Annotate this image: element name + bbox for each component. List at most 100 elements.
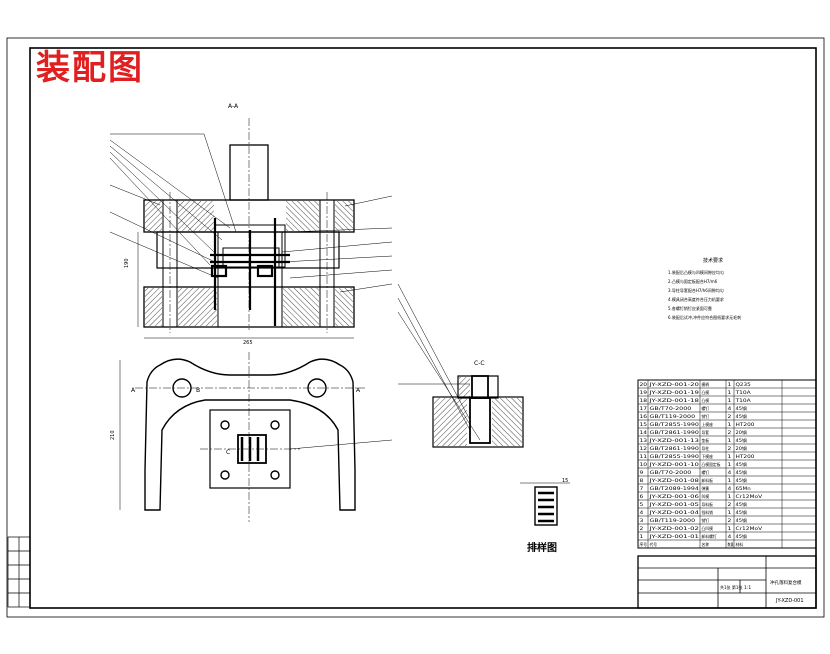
table-cell-text: 45钢 [736, 509, 747, 515]
table-cell-text: GB/T70-2000 [650, 470, 693, 475]
table-cell-text: JY-XZD-001-20 [648, 382, 700, 387]
table-cell-text: 5 [640, 502, 644, 507]
outer-border [6, 37, 825, 618]
table-cell-text: JY-XZD-001-06 [648, 494, 700, 499]
table-cell-text: 1 [728, 390, 732, 395]
table-cell-text: 65Mn [736, 486, 752, 491]
tech-req-line: 1.装配后凸模与凹模间隙应均匀 [668, 269, 724, 275]
table-cell-text: JY-XZD-001-13 [648, 438, 700, 443]
strip-pitch-dimension: 15 [562, 478, 568, 484]
parts-table-frame [637, 379, 817, 549]
table-cell-text: HT200 [736, 454, 756, 459]
table-cell-text: 16 [640, 414, 648, 419]
inner-border [29, 47, 817, 609]
table-cell-text: GB/T119-2000 [650, 414, 696, 419]
leader-lines-right [281, 195, 393, 293]
table-cell-text: 名称 [702, 541, 710, 547]
table-cell-text: 导柱 [702, 445, 710, 451]
section-mark-a-left: A [131, 387, 136, 394]
table-cell-text: Q235 [736, 382, 752, 387]
table-cell-text: 45钢 [736, 461, 747, 467]
table-cell-text: 导套 [702, 429, 710, 435]
table-cell-text: 2 [640, 526, 644, 531]
table-cell-text: JY-XZD-001-04 [648, 510, 700, 515]
table-cell-text: 材料 [736, 541, 744, 547]
sheet-count: 共1张 第1张 [720, 584, 742, 590]
table-cell-text: 导料板 [702, 501, 713, 507]
table-cell-text: T10A [734, 390, 751, 395]
table-cell-text: 挡料销 [702, 509, 713, 515]
table-cell-text: Cr12MoV [736, 494, 763, 499]
table-cell-text: 14 [640, 430, 648, 435]
table-cell-text: 8 [640, 478, 644, 483]
table-cell-text: 4 [728, 470, 732, 475]
table-cell-text: 45钢 [736, 501, 747, 507]
table-cell-text: 2 [728, 502, 732, 507]
leader-lines-left [109, 133, 237, 279]
table-cell-text: 20 [640, 382, 648, 387]
table-cell-text: Cr12MoV [736, 526, 763, 531]
table-cell-text: 4 [640, 510, 644, 515]
center-lines [169, 118, 328, 333]
table-cell-text: 下模座 [702, 453, 713, 459]
table-cell-text: 45钢 [736, 405, 747, 411]
table-cell-text: GB/T119-2000 [650, 518, 696, 523]
table-cell-text: GB/T2861-1990 [650, 430, 700, 435]
table-cell-text: 1 [728, 526, 732, 531]
section-aa-label: A-A [228, 103, 239, 110]
table-cell-text: HT200 [736, 422, 756, 427]
table-cell-text: 螺钉 [702, 469, 710, 475]
strip-layout: 15 [520, 478, 570, 526]
table-cell-text: 17 [640, 406, 648, 411]
table-cell-text: 4 [728, 406, 732, 411]
tech-req-line: 2.凸模与固定板配合H7/m6 [668, 278, 718, 284]
table-cell-text: 凸模 [702, 397, 710, 403]
table-cell-text: 4 [728, 486, 732, 491]
table-cell-text: 代号 [650, 541, 658, 547]
table-cell-text: 1 [728, 494, 732, 499]
width-dimension: 265 [243, 340, 253, 346]
table-cell-text: 1 [728, 462, 732, 467]
table-cell-text: 卸料螺钉 [702, 533, 717, 539]
table-cell-text: 凸模固定板 [702, 461, 721, 467]
table-cell-text: 凹模 [702, 493, 710, 499]
table-cell-text: GB/T2855-1990 [650, 454, 700, 459]
tech-req-heading: 技术要求 [703, 257, 723, 264]
table-cell-text: 18 [640, 398, 648, 403]
table-cell-text: 垫板 [702, 437, 710, 443]
section-cc-label: C-C [474, 360, 485, 367]
drawing-number: JY-XZD-001 [775, 598, 804, 604]
strip-layout-label: 排样图 [527, 541, 557, 554]
table-cell-text: 2 [728, 430, 732, 435]
table-cell-text: T10A [734, 398, 751, 403]
table-cell-text: GB/T2089-1994 [650, 486, 700, 491]
table-cell-text: 数量 [728, 541, 734, 547]
table-cell-text: 1 [728, 478, 732, 483]
table-cell-text: 1 [728, 454, 732, 459]
tech-req-line: 3.导柱导套配合H7/h6间隙均匀 [668, 287, 724, 293]
left-record-box [7, 536, 31, 608]
table-cell-text: 20钢 [736, 445, 747, 451]
drawing-title: 装配图 [36, 48, 144, 88]
front-dimensions: 190 265 [124, 232, 354, 346]
section-mark-a-right: A [356, 387, 361, 394]
plan-center-lines [135, 352, 365, 522]
table-cell-text: 2 [728, 414, 732, 419]
table-cell-text: 15 [640, 422, 648, 427]
table-cell-text: 弹簧 [702, 485, 710, 491]
table-cell-text: GB/T70-2000 [650, 406, 693, 411]
table-cell-text: 销钉 [702, 413, 710, 419]
table-cell-text: 1 [728, 510, 732, 515]
table-cell-text: 12 [640, 446, 648, 451]
table-cell-text: 45钢 [736, 477, 747, 483]
table-cell-text: JY-XZD-001-01 [648, 534, 700, 539]
table-cell-text: 销钉 [702, 517, 710, 523]
table-cell-text: 45钢 [736, 517, 747, 523]
table-cell-text: 13 [640, 438, 648, 443]
cc-leader-lines [397, 283, 481, 441]
table-cell-text: JY-XZD-001-19 [648, 390, 700, 395]
table-cell-text: 2 [728, 446, 732, 451]
scale: 1:1 [744, 585, 751, 591]
plan-view [144, 358, 356, 511]
